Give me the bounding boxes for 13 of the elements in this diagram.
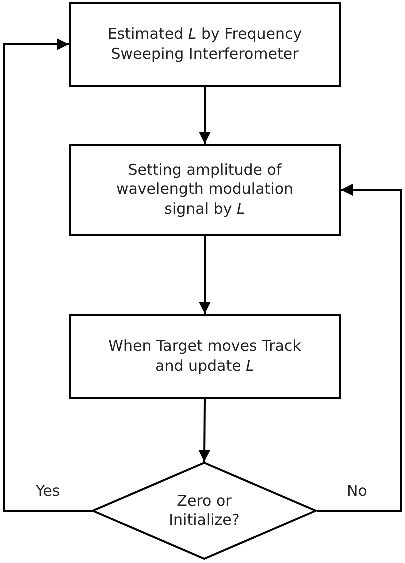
process-box — [69, 2, 341, 87]
arrow — [198, 399, 211, 462]
step-text: Estimated L by Frequency Sweeping Interferometer — [106, 25, 304, 64]
step-text: Setting amplitude of wavelength modulation signal by L — [115, 160, 295, 220]
process-box — [69, 144, 341, 236]
arrow — [199, 236, 211, 314]
step-text: When Target moves Track and update L — [108, 337, 302, 376]
decision-text: Zero or Initialize? — [168, 492, 241, 530]
arrow — [3, 38, 92, 512]
arrow — [199, 87, 211, 144]
decision-diamond — [92, 462, 317, 560]
process-box — [69, 314, 341, 399]
arrow — [317, 184, 402, 512]
